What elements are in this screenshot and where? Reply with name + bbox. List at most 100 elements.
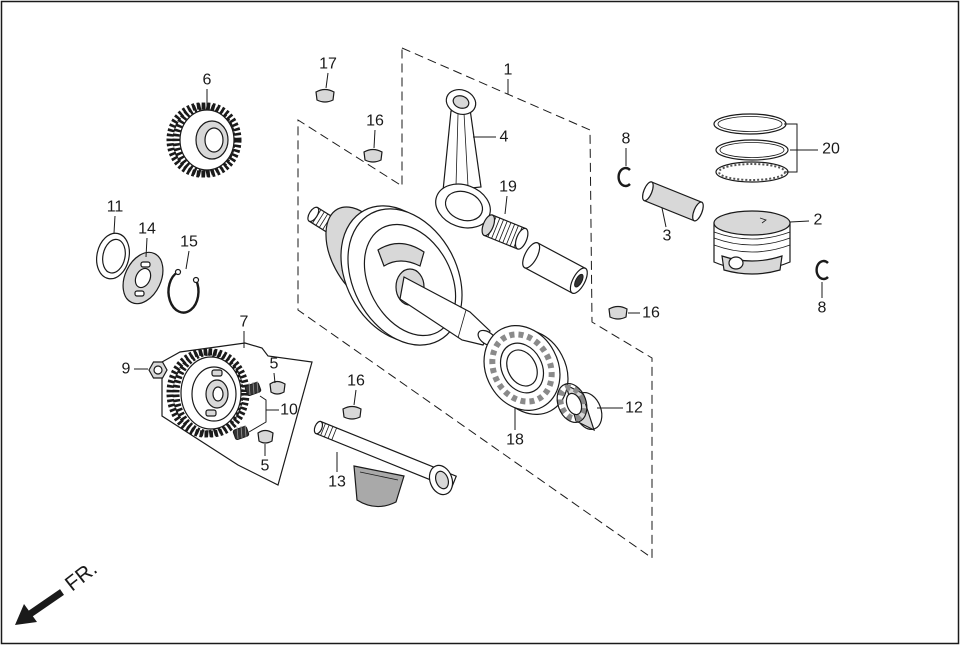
leader-15 xyxy=(185,250,190,270)
piston-pin-3 xyxy=(642,181,704,222)
pin-boss xyxy=(728,256,744,270)
callout-7: 7 xyxy=(240,314,249,331)
clip-ring xyxy=(815,259,829,281)
bearing-end-left xyxy=(481,214,496,237)
lock-plate-14 xyxy=(122,251,164,305)
sleeve-end-left xyxy=(522,242,541,269)
front-direction-label: FR. xyxy=(61,557,102,596)
rod-big-end-bore xyxy=(444,190,484,222)
ring-second xyxy=(715,139,789,161)
callout-16-lower: 16 xyxy=(347,373,365,390)
circlip-eye-right xyxy=(192,276,200,284)
bearing-bore xyxy=(506,349,538,387)
spring-10-upper xyxy=(244,380,262,397)
front-direction-indicator: FR. xyxy=(15,557,102,625)
washer-inner xyxy=(102,238,126,274)
weight-edge xyxy=(359,471,399,481)
connecting-rod-4 xyxy=(435,89,491,229)
rod-small-end-bore xyxy=(452,95,470,109)
woodruff-key-16-top xyxy=(363,148,383,163)
callout-6: 6 xyxy=(203,72,212,89)
leader-20-bracket xyxy=(784,123,818,173)
leader-16-top xyxy=(373,129,376,149)
drive-gear-6 xyxy=(166,102,242,178)
callout-15: 15 xyxy=(180,234,198,251)
plate-slot-top xyxy=(140,261,151,268)
callout-9: 9 xyxy=(122,361,131,378)
circlip-ring xyxy=(167,270,200,314)
spring-10-lower xyxy=(232,424,250,441)
nut-bore xyxy=(153,365,163,375)
ring-groove-1 xyxy=(713,231,791,240)
shaft-splines xyxy=(320,423,337,441)
bearing-bore xyxy=(565,392,583,416)
plate-slot-bottom xyxy=(134,290,145,297)
piston-crown xyxy=(713,210,791,236)
piston-pin-clip-8-lower xyxy=(815,259,829,281)
leader-10-bracket xyxy=(248,395,279,433)
ball-bearing-18 xyxy=(483,325,569,415)
callout-11: 11 xyxy=(107,199,124,216)
callout-8-upper: 8 xyxy=(622,131,631,148)
ring-groove-3 xyxy=(713,244,791,253)
balancer-shaft-body xyxy=(313,420,458,490)
rod-beam-rib xyxy=(455,112,469,187)
leader-11 xyxy=(113,215,116,234)
gear-teeth-front xyxy=(172,102,242,178)
key-5-lower xyxy=(257,429,274,444)
leader-5-upper xyxy=(273,372,276,384)
sleeve-bore xyxy=(574,273,584,288)
gear-teeth-front xyxy=(172,348,250,438)
ring-oil-expander xyxy=(718,163,786,181)
key-shape xyxy=(315,88,335,103)
shaft-end xyxy=(313,420,324,435)
leader-2 xyxy=(789,220,810,223)
crown-mark xyxy=(759,217,767,224)
callout-13: 13 xyxy=(328,474,346,491)
key-shape xyxy=(608,305,628,320)
pin-end-left xyxy=(642,181,654,202)
callout-5-upper: 5 xyxy=(270,356,279,373)
leader-17 xyxy=(325,72,329,89)
callout-16-right: 16 xyxy=(642,305,660,322)
front-arrow-head xyxy=(15,604,37,625)
bearing-balls xyxy=(489,331,555,405)
bearing-front xyxy=(556,383,588,423)
ring-second-inner xyxy=(719,142,785,158)
woodruff-key-16-right xyxy=(608,305,628,320)
callout-12: 12 xyxy=(625,400,643,417)
callout-19: 19 xyxy=(499,179,517,196)
rod-beam xyxy=(442,108,482,192)
needle-bearing-19 xyxy=(481,214,529,250)
bearing-rollers xyxy=(557,384,587,422)
gear-slot-upper xyxy=(211,369,223,377)
shaft-step xyxy=(457,309,467,339)
callout-20: 20 xyxy=(822,141,840,158)
ring-top-inner xyxy=(717,116,783,132)
pin-end-right xyxy=(692,201,704,222)
key-5-upper xyxy=(269,380,286,395)
crank-sleeve xyxy=(522,242,588,294)
plate-hole xyxy=(134,267,152,289)
balancer-shaft-13 xyxy=(313,420,458,508)
callout-4: 4 xyxy=(500,129,509,146)
bearing-inner-race xyxy=(499,342,545,394)
gear-group-outline xyxy=(161,342,313,486)
spring-coils xyxy=(236,424,247,440)
callout-14: 14 xyxy=(138,221,156,238)
right-tapered-shaft xyxy=(399,276,491,346)
ring-top xyxy=(713,113,787,135)
callout-5-lower: 5 xyxy=(261,458,270,475)
web-recess xyxy=(377,242,425,267)
key-shape xyxy=(342,405,362,420)
callout-18: 18 xyxy=(506,432,524,449)
clip-ring xyxy=(617,166,631,188)
leader-lines xyxy=(113,72,823,472)
gear-bore xyxy=(212,386,224,402)
assembly-boundary-dashed xyxy=(297,47,653,559)
circlip-eye-left xyxy=(174,268,182,276)
callout-2: 2 xyxy=(814,212,823,229)
roller-bearing-12 xyxy=(556,383,603,432)
